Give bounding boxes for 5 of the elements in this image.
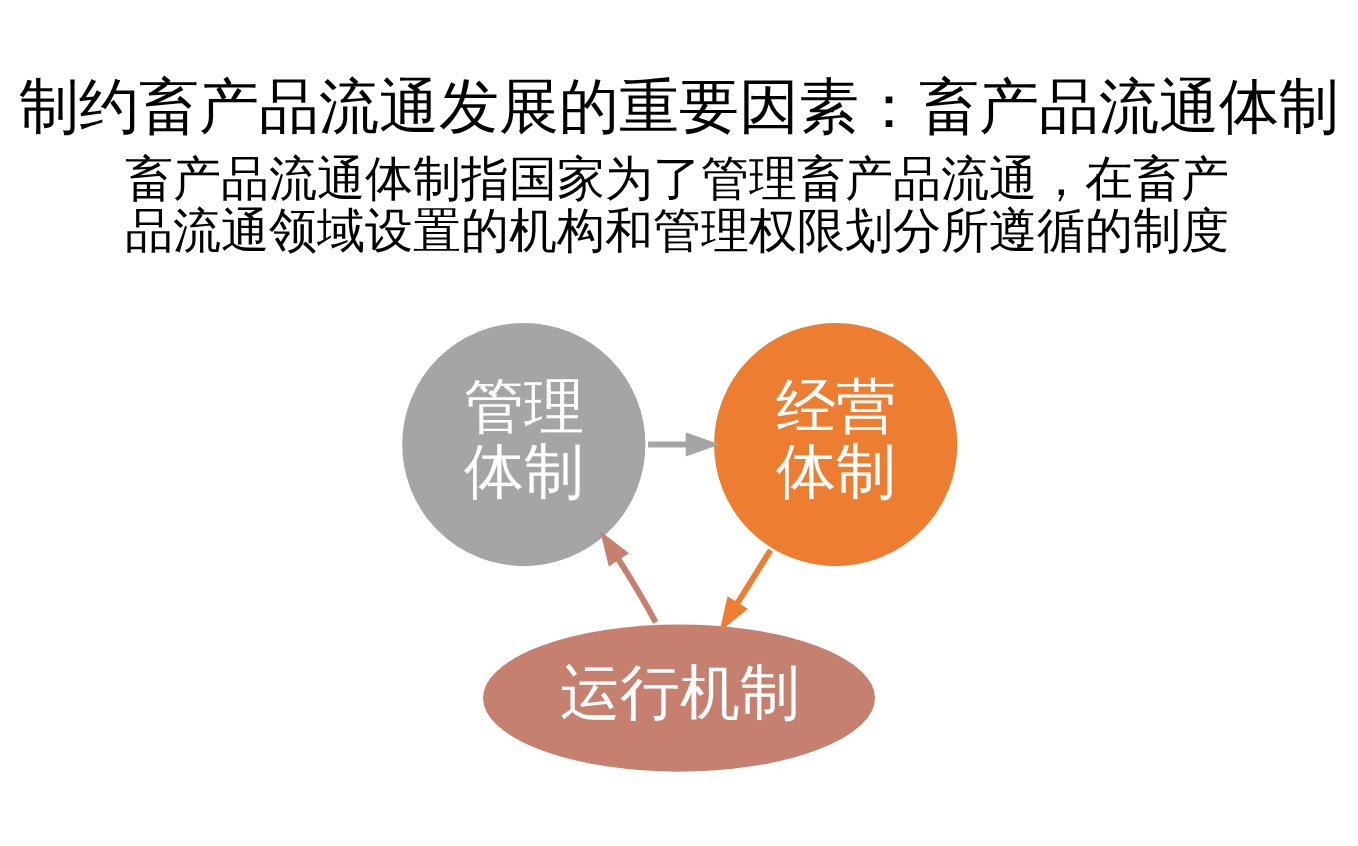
label: 畜产品流通体制指国家为了管理畜产品流通，在畜产品流通领域设置的机构和管理权限划分所遵循的制度 <box>125 150 1230 258</box>
arrow <box>719 548 774 632</box>
arrow <box>648 432 721 457</box>
diagram-title: 制约畜产品流通发展的重要因素：畜产品流通体制 <box>19 71 1339 141</box>
arrow <box>600 530 659 624</box>
